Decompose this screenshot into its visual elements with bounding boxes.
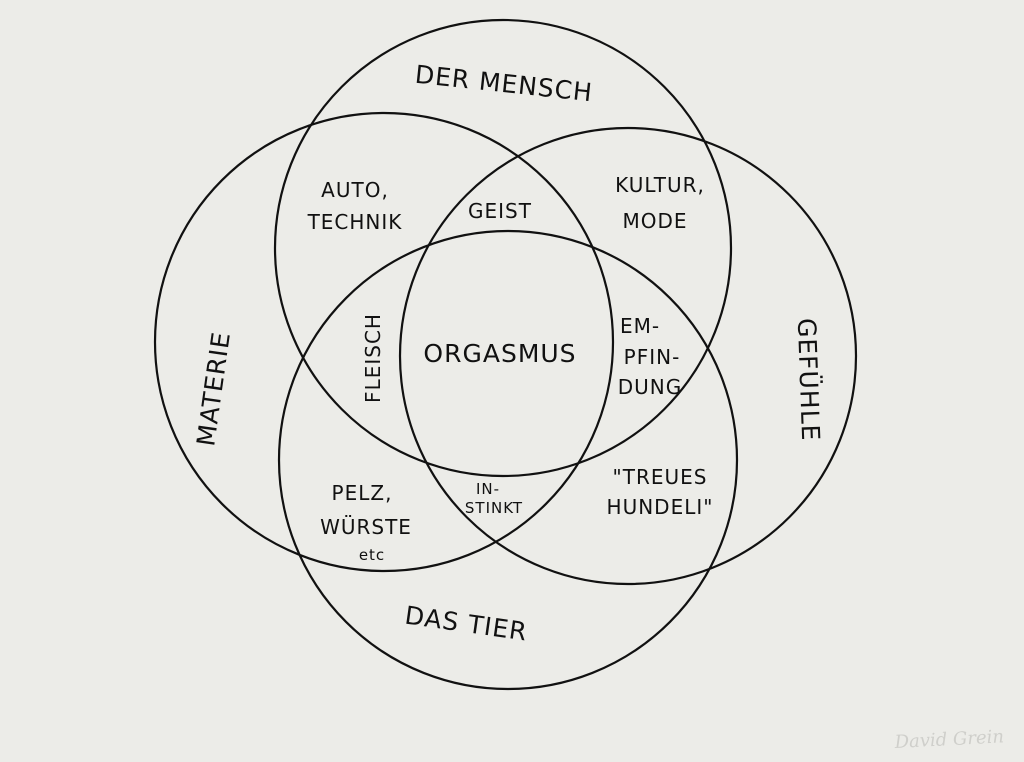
region-em: EM- <box>620 314 660 338</box>
region-dung: DUNG <box>618 375 683 399</box>
region-etc: etc <box>359 546 385 564</box>
circle-gefuehle <box>398 126 858 586</box>
region-wuerste: WÜRSTE <box>320 515 412 539</box>
circle-materie <box>153 111 615 573</box>
region-in: IN- <box>476 480 500 498</box>
region-treues: "TREUES <box>613 465 708 489</box>
region-mode: MODE <box>622 209 687 233</box>
label-materie: MATERIE <box>191 330 236 448</box>
artist-signature: David Grein <box>893 726 1004 753</box>
label-der-mensch: DER MENSCH <box>414 60 595 108</box>
region-geist: GEIST <box>468 199 532 223</box>
label-das-tier: DAS TIER <box>403 601 529 647</box>
region-technik: TECHNIK <box>307 210 403 234</box>
region-pfin: PFIN- <box>624 345 681 369</box>
circle-der-mensch <box>273 18 733 478</box>
region-fleisch: FLEISCH <box>361 313 385 403</box>
region-kultur: KULTUR, <box>615 173 705 197</box>
region-hundeli: HUNDELI" <box>607 495 714 519</box>
region-orgasmus: ORGASMUS <box>423 339 576 368</box>
region-pelz: PELZ, <box>332 481 393 505</box>
label-gefuehle: GEFÜHLE <box>792 318 825 442</box>
region-auto: AUTO, <box>321 178 389 202</box>
region-stinkt: STINKT <box>465 499 523 517</box>
circle-das-tier <box>277 229 739 691</box>
